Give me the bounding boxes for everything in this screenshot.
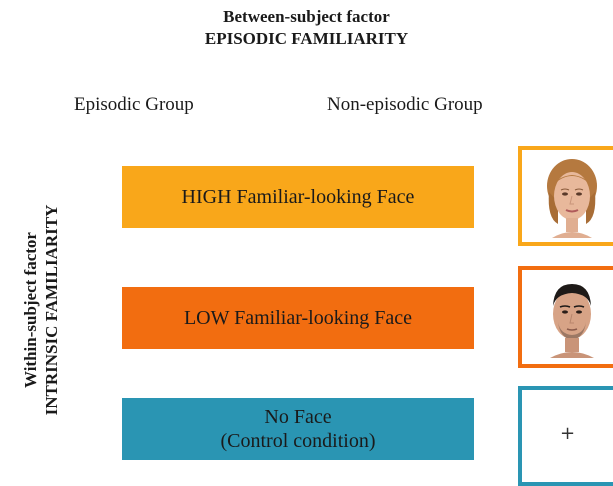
high-familiar-condition-box: HIGH Familiar-looking Face [122, 166, 474, 228]
episodic-group-label: Episodic Group [74, 94, 194, 115]
no-face-label: No Face [264, 406, 332, 428]
control-stimulus-frame: + [518, 386, 613, 486]
non-episodic-group-label: Non-episodic Group [327, 94, 483, 115]
fixation-cross: + [560, 423, 576, 444]
episodic-familiarity-title: EPISODIC FAMILIARITY [204, 29, 409, 48]
control-condition-label: (Control condition) [220, 430, 376, 452]
male-face-photo-icon [550, 284, 594, 358]
between-factor-title: Between-subject factor [223, 7, 390, 26]
female-face-photo-icon [547, 159, 597, 238]
intrinsic-familiarity-title: INTRINSIC FAMILIARITY [42, 204, 61, 416]
no-face-condition-box: No Face (Control condition) [122, 398, 474, 460]
low-familiar-label: LOW Familiar-looking Face [183, 307, 413, 329]
high-familiar-stimulus-frame [518, 146, 613, 246]
high-familiar-label: HIGH Familiar-looking Face [181, 186, 415, 208]
low-familiar-condition-box: LOW Familiar-looking Face [122, 287, 474, 349]
within-factor-title: Within-subject factor [21, 232, 40, 388]
low-familiar-stimulus-frame [518, 266, 613, 368]
within-factor-label: Within-subject factor INTRINSIC FAMILIAR… [20, 205, 62, 416]
